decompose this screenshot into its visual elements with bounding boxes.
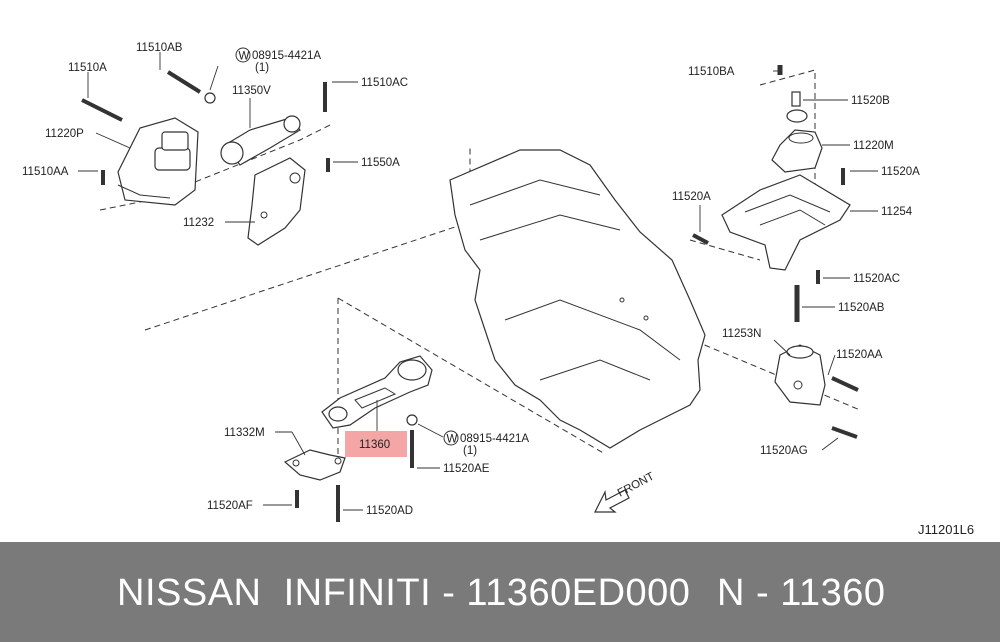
washer-symbol-top-text: W: [239, 51, 250, 63]
bracket-11254-detail-2: [759, 209, 826, 226]
washer-bottom: [406, 414, 418, 426]
bolt-11510ab: [166, 70, 202, 94]
engine-outline: [449, 149, 706, 449]
bracket-11253n-hole: [793, 380, 803, 390]
label-11220p: 11220P: [45, 128, 84, 140]
front-arrow: [594, 489, 630, 513]
center-group-outline: [337, 297, 606, 455]
label-11350v: 11350V: [232, 85, 271, 97]
rod-bushing-a: [220, 141, 244, 165]
label-11253n: 11253N: [722, 328, 761, 340]
label-11510ba: 11510BA: [688, 66, 735, 78]
footer-part-number: NISSAN INFINITI - 11360ED000: [117, 572, 691, 614]
label-11220m: 11220M: [853, 140, 894, 152]
bolt-11520aa: [831, 376, 859, 392]
label-11510ab: 11510AB: [136, 42, 183, 54]
washer-symbol-bottom-text: W: [447, 434, 458, 446]
diagram-code: J11201L6: [918, 522, 974, 537]
mount-base: [117, 184, 171, 199]
bracket-11332m-hole: [292, 459, 300, 467]
bracket-11254-detail: [744, 194, 831, 213]
engine-detail-2: [479, 214, 621, 241]
bracket-hole: [289, 172, 301, 184]
bracket-11253n-top: [786, 345, 814, 359]
engine-detail-4: [539, 359, 651, 381]
label-11510aa: 11510AA: [22, 166, 69, 178]
label-11520a-left: 11520A: [672, 191, 711, 203]
label-11232: 11232: [183, 217, 214, 229]
label-11520ac: 11520AC: [853, 273, 900, 285]
label-11332m: 11332M: [224, 427, 265, 439]
rod-11360-bushing-small: [328, 406, 348, 422]
label-11360: 11360: [359, 439, 390, 451]
washer-symbol-bottom: [443, 430, 459, 446]
label-08915-top: 08915-4421A: [252, 50, 321, 62]
label-08915-top-qty: (1): [255, 62, 269, 74]
label-11254: 11254: [881, 206, 913, 218]
right-group-outline: [759, 69, 816, 225]
bolt-11520ag: [831, 426, 858, 439]
engine-bolt-hole-2: [643, 315, 649, 321]
rod-11360-slot: [354, 387, 397, 409]
mount-11220m: [771, 129, 823, 173]
mount-cushion: [154, 147, 191, 171]
label-11510a: 11510A: [68, 62, 107, 74]
engine-detail-3: [504, 299, 681, 361]
bracket-hole-2: [260, 211, 268, 219]
bracket-11332m: [283, 449, 346, 481]
label-11520ab: 11520AB: [838, 302, 885, 314]
label-11550a: 11550A: [361, 157, 400, 169]
label-08915-bottom-qty: (1): [463, 445, 477, 457]
footer-reference: N - 11360: [717, 572, 886, 614]
mount-11220m-top: [788, 132, 814, 144]
engine-detail-1: [469, 179, 601, 206]
left-group-outline: [99, 124, 331, 211]
leader-lines: [78, 52, 878, 511]
label-11520ad: 11520AD: [366, 505, 413, 517]
label-11520b: 11520B: [851, 95, 890, 107]
right-group-outline-2: [689, 239, 761, 261]
front-label: FRONT: [616, 470, 657, 499]
label-08915-bottom: 08915-4421A: [460, 433, 529, 445]
bracket-11253n: [774, 344, 826, 406]
torque-rod-11350v: [224, 117, 301, 166]
bolt-11510a: [81, 98, 123, 122]
bracket-11232: [247, 157, 306, 246]
bushing-11520b: [786, 109, 808, 123]
label-11520a-right: 11520A: [881, 166, 920, 178]
washer-symbol-top: [235, 47, 251, 63]
footer-bar: NISSAN INFINITI - 11360ED000 N - 11360: [0, 542, 1000, 642]
bracket-11254: [721, 174, 851, 271]
label-11520af: 11520AF: [207, 500, 253, 512]
stud-11520b: [791, 91, 801, 107]
mount-top-block: [161, 131, 189, 151]
rod-11360-bushing-large: [397, 359, 427, 381]
label-11520ag: 11520AG: [760, 445, 808, 457]
parts-diagram: W W 11510AB 08915-4421A (1) 11510A 11350…: [22, 42, 974, 537]
label-11520aa: 11520AA: [836, 349, 883, 361]
washer-top: [204, 92, 216, 104]
bracket-11332m-hole-2: [334, 457, 342, 465]
engine-bolt-hole: [619, 297, 625, 303]
label-11520ae: 11520AE: [443, 463, 490, 475]
rod-bushing-b: [283, 115, 301, 133]
label-11510ac: 11510AC: [361, 77, 408, 89]
highlight-box-11360: [345, 431, 407, 457]
bolt-11520a-left: [692, 233, 709, 245]
